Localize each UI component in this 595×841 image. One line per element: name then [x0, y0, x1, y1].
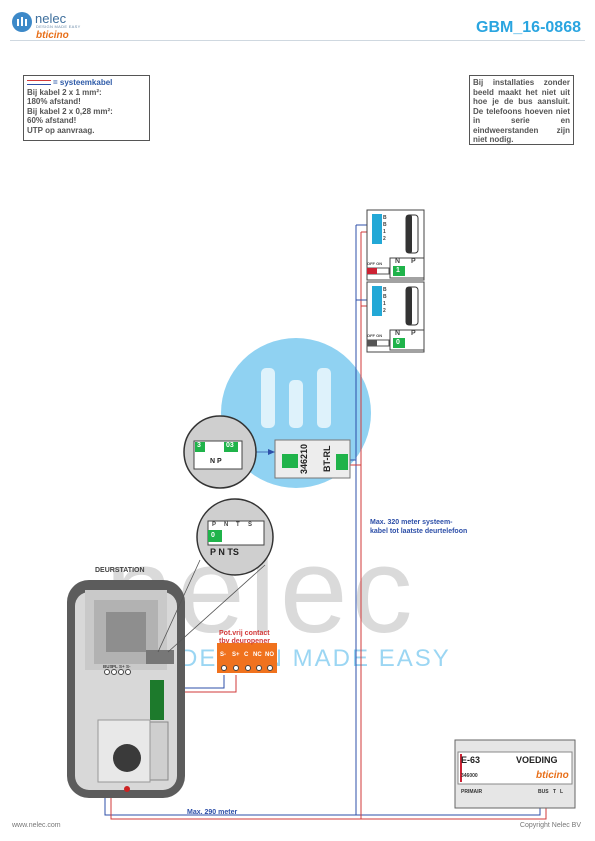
note-line: = systeemkabel	[27, 78, 146, 88]
logo-word: nelec	[35, 11, 67, 26]
relay-terminal: S+	[232, 652, 240, 658]
footer-website[interactable]: www.nelec.com	[12, 822, 61, 829]
door-terminal: PL	[112, 664, 118, 669]
bus-module	[274, 439, 351, 479]
phone-2	[366, 281, 425, 353]
zoom-module-bottom: N P	[210, 458, 222, 465]
module-code: 346210	[299, 443, 309, 474]
power-bus-t: T	[553, 789, 557, 795]
note-line: UTP op aanvraag.	[27, 125, 95, 135]
zoom-pnts-bottom: P N TS	[210, 547, 239, 557]
phone-terminal: B	[383, 294, 387, 300]
potvrij-label-1: Pot.vrij contact	[219, 630, 270, 637]
module-brand: BT-RL	[322, 445, 332, 473]
logo-tagline: DESIGN MADE EASY	[36, 24, 81, 29]
phone-terminal: 1	[383, 229, 386, 235]
door-terminal: S+	[119, 664, 125, 669]
relay-module	[217, 643, 277, 673]
door-terminal: S-	[126, 664, 131, 669]
door-station	[67, 580, 185, 798]
installation-note: Bij installaties zonder beeld maakt het …	[469, 75, 574, 145]
phone-terminal: 2	[383, 308, 386, 314]
phone-n-label: N	[395, 258, 401, 265]
phone-value: 0	[396, 339, 400, 346]
zoom-module	[183, 415, 275, 489]
phone-terminal: B	[383, 222, 387, 228]
header-divider	[10, 40, 585, 41]
max320-label-1: Max. 320 meter systeem-	[370, 519, 453, 526]
power-code: 346000	[461, 773, 478, 779]
phone-p-label: P	[411, 330, 416, 337]
zoom-module-right: 03	[226, 442, 234, 449]
power-title: VOEDING	[516, 755, 558, 765]
power-bus: BUS	[538, 789, 549, 795]
relay-terminal: NO	[265, 652, 274, 658]
phone-value: 1	[396, 267, 400, 274]
relay-terminal: S-	[220, 652, 226, 658]
document-code: GBM_16-0868	[476, 19, 581, 36]
zoom-module-left: 3	[197, 442, 201, 449]
phone-switch-label: OFF ON	[367, 261, 383, 266]
zoom-pnts	[157, 498, 274, 653]
phone-terminal: 2	[383, 236, 386, 242]
phone-p-label: P	[411, 258, 416, 265]
footer-copyright: Copyright Nelec BV	[519, 822, 581, 829]
power-supply	[454, 739, 576, 809]
zoom-pnts-top: T	[236, 522, 240, 528]
door-terminal: BUS	[103, 664, 113, 669]
logo-brand: bticino	[36, 30, 69, 41]
phone-terminal: 1	[383, 301, 386, 307]
potvrij-label-2: tbv deuropener	[219, 638, 270, 645]
zoom-pnts-top: N	[224, 522, 229, 528]
zoom-pnts-value: 0	[211, 532, 215, 539]
note-line: 180% afstand!	[27, 97, 81, 106]
zoom-pnts-top: S	[248, 522, 253, 528]
zoom-pnts-top: P	[212, 522, 217, 528]
phone-terminal: B	[383, 287, 387, 293]
power-primair: PRIMAIR	[461, 789, 483, 795]
relay-terminal-screws	[221, 665, 273, 671]
cable-note: = systeemkabel Bij kabel 2 x 1 mm²: 180%…	[23, 75, 150, 141]
phone-1	[366, 209, 425, 281]
power-model: E-63	[461, 755, 481, 765]
door-terminal-screws	[104, 669, 131, 675]
max320-label-2: kabel tot laatste deurtelefoon	[370, 528, 468, 535]
door-station-label: DEURSTATION	[95, 567, 145, 574]
nelec-logo-mark	[12, 12, 32, 32]
phone-terminal: B	[383, 215, 387, 221]
power-brand: bticino	[536, 770, 569, 781]
note-line: Bij kabel 2 x 1 mm²:	[27, 87, 102, 97]
power-bus-l: L	[560, 789, 564, 795]
max290-label: Max. 290 meter	[187, 809, 238, 816]
phone-n-label: N	[395, 330, 401, 337]
note-line: 60% afstand!	[27, 116, 77, 125]
note-line: Bij kabel 2 x 0,28 mm²:	[27, 106, 113, 116]
relay-terminal: NC	[253, 652, 262, 658]
phone-switch-label: OFF ON	[367, 333, 383, 338]
relay-terminal: C	[244, 652, 249, 658]
